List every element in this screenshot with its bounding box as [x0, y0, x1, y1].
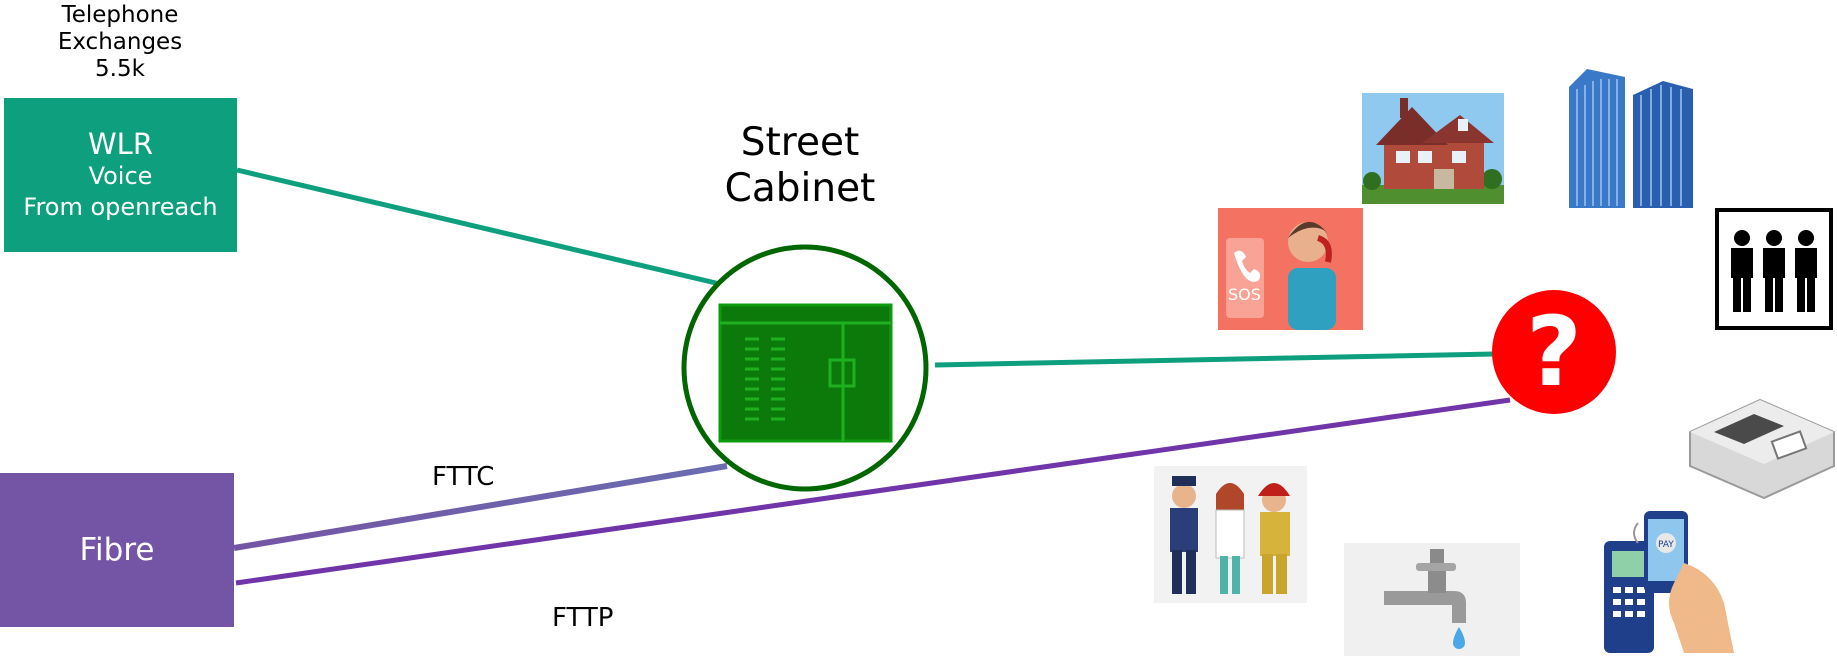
question-mark-icon: ? — [1492, 290, 1616, 414]
fttc-line — [233, 463, 728, 551]
fttp-line — [235, 397, 1511, 586]
wlr-title: WLR — [88, 127, 153, 161]
street-cabinet-icon — [681, 244, 929, 492]
cabinet-title-line1: Street — [740, 120, 860, 165]
mobile-payment-icon: PAY — [1604, 511, 1734, 653]
water-tap-icon — [1344, 543, 1520, 656]
wlr-source: From openreach — [23, 193, 218, 221]
emergency-services-icon — [1154, 466, 1307, 603]
exchange-caption-line1: Telephone — [61, 2, 179, 28]
fibre-box: Fibre — [0, 473, 234, 627]
card-terminal-icon — [1689, 398, 1835, 500]
fttp-label: FTTP — [552, 603, 614, 633]
house-icon — [1362, 93, 1504, 204]
office-buildings-icon — [1569, 69, 1693, 208]
pay-label: PAY — [1658, 540, 1674, 550]
fttc-label: FTTC — [432, 462, 495, 492]
cabinet-title: Street Cabinet — [700, 120, 900, 212]
exchange-caption-line2: Exchanges — [57, 29, 183, 55]
question-symbol: ? — [1526, 296, 1582, 408]
wlr-voice: Voice — [88, 162, 153, 190]
wlr-box: WLR Voice From openreach — [4, 98, 237, 252]
exchange-count: 5.5k — [95, 56, 145, 82]
cabinet-to-question-line — [934, 351, 1496, 368]
exchange-caption: Telephone Exchanges 5.5k — [40, 2, 200, 83]
fibre-label: Fibre — [79, 532, 155, 568]
sos-label: SOS — [1228, 285, 1261, 304]
people-group-icon — [1715, 208, 1833, 330]
wlr-to-cabinet-line — [236, 167, 721, 287]
cabinet-title-line2: Cabinet — [724, 166, 876, 211]
sos-phone-icon: SOS — [1218, 208, 1363, 330]
